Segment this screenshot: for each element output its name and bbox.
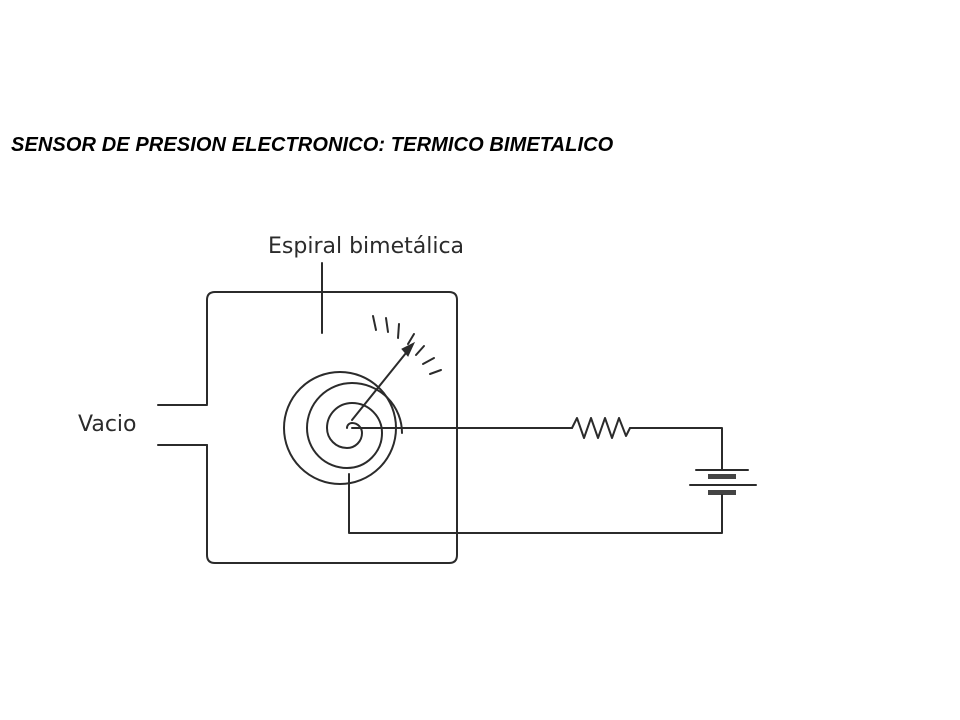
slide-title: SENSOR DE PRESION ELECTRONICO: TERMICO B… xyxy=(11,134,614,156)
vacuum-label: Vacio xyxy=(78,412,137,437)
bimetallic-spiral xyxy=(306,382,403,469)
circuit-wire-to-battery xyxy=(629,427,723,471)
scale-tick xyxy=(397,323,400,339)
scale-tick xyxy=(385,317,389,333)
circuit-wire-return xyxy=(348,473,723,534)
scale-tick xyxy=(415,345,425,356)
spiral-label: Espiral bimetálica xyxy=(268,234,464,259)
scale-tick xyxy=(407,333,415,345)
resistor xyxy=(571,417,631,439)
battery-plate-short xyxy=(708,474,736,479)
scale-tick xyxy=(422,357,435,365)
pointer-arrowhead xyxy=(401,341,416,357)
pointer-needle xyxy=(351,347,411,421)
scale-tick xyxy=(372,315,377,331)
gauge-scale xyxy=(372,315,442,375)
battery-plate-short xyxy=(708,490,736,495)
scale-tick xyxy=(429,369,442,375)
battery xyxy=(689,469,757,495)
